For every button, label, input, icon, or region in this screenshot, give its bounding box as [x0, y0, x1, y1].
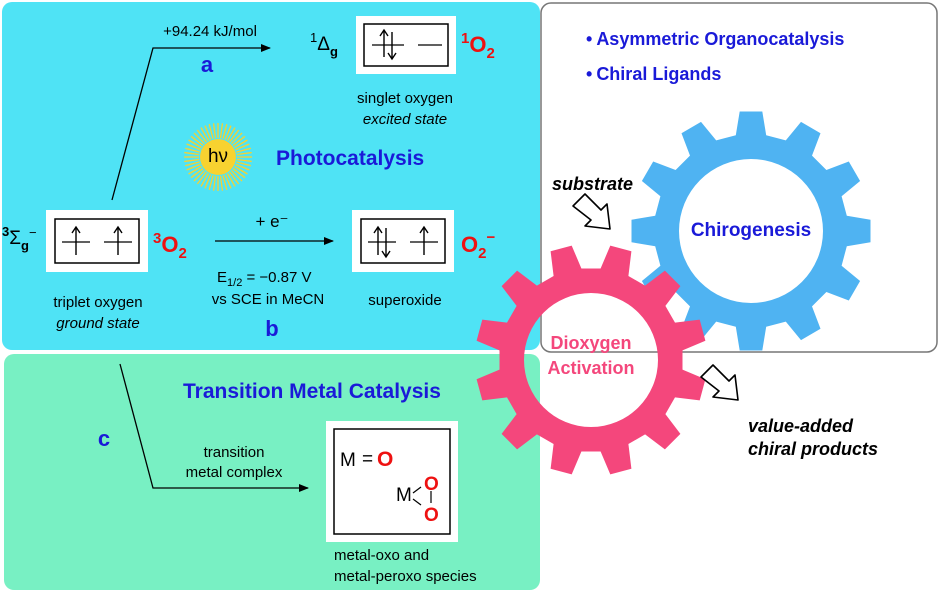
tmc-arrow-label-2: metal complex [186, 464, 283, 481]
triplet-orbital-frame [54, 218, 140, 264]
triplet-spin-up-arrow-1 [71, 225, 81, 255]
triplet-term-symbol: 3Σg− [2, 224, 37, 253]
arrow-c [119, 363, 309, 492]
singlet-orbital-frame [363, 23, 449, 67]
singlet-spin-down-arrow [387, 32, 397, 61]
hv-symbol: hν [208, 146, 228, 167]
triplet-species: 3O2 [153, 230, 187, 262]
singlet-species: 1O2 [461, 30, 495, 62]
metal-species-box [326, 421, 458, 542]
triplet-orbital-box [46, 210, 148, 272]
bullet-chiral-ligands: •Chiral Ligands [586, 64, 721, 84]
dioxygen-activation-gear [476, 245, 706, 475]
path-a-letter: a [201, 52, 214, 77]
superoxide-species: O2− [461, 229, 495, 262]
potential-reference: vs SCE in MeCN [212, 291, 325, 308]
energy-label: +94.24 kJ/mol [163, 23, 257, 40]
photocatalysis-title: Photocatalysis [276, 147, 424, 170]
triplet-state: ground state [56, 315, 139, 332]
arrow-a [111, 44, 271, 201]
bullet-organocatalysis: •Asymmetric Organocatalysis [586, 29, 844, 49]
metal-species-label-2: metal-peroxo species [334, 568, 477, 585]
substrate-label: substrate [552, 174, 633, 194]
dioxygen-label-1: Dioxygen [550, 333, 631, 353]
chirogenesis-gear [631, 111, 871, 351]
substrate-arrow-icon [572, 193, 611, 230]
superoxide-orbital-box [352, 210, 454, 272]
potential-label: E1/2 = −0.87 V [217, 269, 312, 289]
product-label-1: value-added [748, 416, 854, 436]
peroxo-bond-1 [412, 486, 422, 494]
superoxide-spin-up-arrow-2 [419, 225, 429, 255]
path-c-letter: c [98, 426, 110, 451]
singlet-term-symbol: 1Δg [310, 30, 338, 59]
superoxide-spin-up-arrow [373, 225, 383, 255]
tmc-arrow-label-1: transition [204, 444, 265, 461]
peroxo-oxygen-1: O [424, 474, 439, 495]
triplet-label: triplet oxygen [53, 294, 142, 311]
dioxygen-label-2: Activation [547, 358, 634, 378]
singlet-state: excited state [363, 111, 447, 128]
singlet-label: singlet oxygen [357, 90, 453, 107]
sun-icon [184, 123, 252, 191]
reagent-electron: + e⁻ [255, 212, 288, 231]
metal-species-frame [333, 428, 451, 535]
product-label-2: chiral products [748, 439, 878, 459]
peroxo-bond-2 [412, 498, 422, 506]
product-arrow-icon [700, 364, 739, 401]
tmc-title: Transition Metal Catalysis [183, 380, 441, 403]
oxo-oxygen: O [377, 448, 393, 471]
peroxo-oxygen-2: O [424, 505, 439, 526]
path-b-letter: b [265, 316, 278, 341]
peroxo-metal: M [396, 485, 412, 506]
superoxide-label: superoxide [368, 292, 441, 309]
triplet-spin-up-arrow-2 [113, 225, 123, 255]
oxo-metal: M [340, 450, 356, 471]
oxo-bond: = [362, 449, 373, 470]
singlet-spin-up-arrow [379, 28, 389, 57]
superoxide-spin-down-arrow [381, 228, 391, 259]
superoxide-orbital-frame [360, 218, 446, 264]
chirogenesis-label: Chirogenesis [691, 220, 811, 241]
metal-species-label-1: metal-oxo and [334, 547, 429, 564]
